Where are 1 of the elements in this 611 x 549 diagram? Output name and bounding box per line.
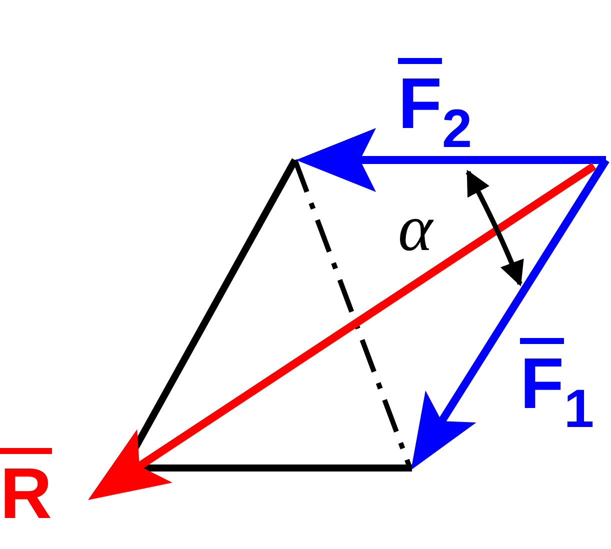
angle-label: α (398, 196, 433, 262)
